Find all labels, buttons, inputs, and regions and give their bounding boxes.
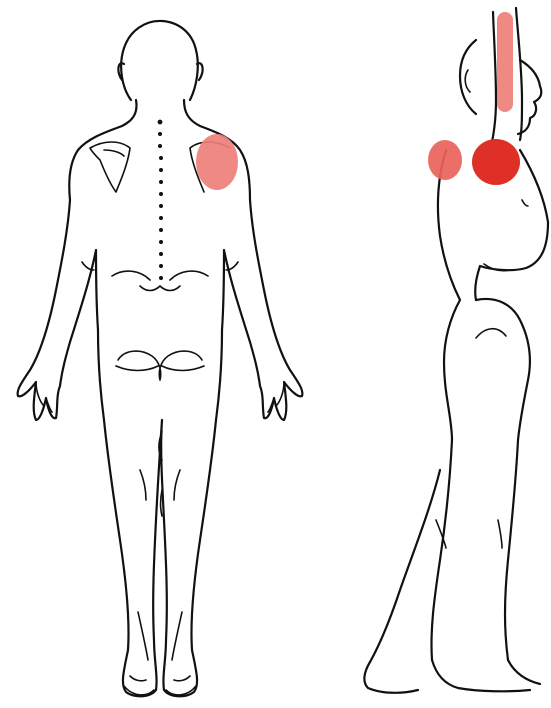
buttocks-outline xyxy=(116,351,204,380)
hip-crease xyxy=(476,329,506,338)
lower-body-outline xyxy=(98,330,222,696)
left-scapula xyxy=(90,142,130,192)
lateral-feet-outline xyxy=(364,660,540,693)
left-arm-outline xyxy=(18,200,98,420)
pain-zone-upper-arm xyxy=(497,12,513,112)
lumbar-contour xyxy=(112,271,208,290)
pain-zone-right-posterior-shoulder xyxy=(196,134,238,190)
right-arm-outline xyxy=(222,200,302,420)
chest-detail xyxy=(484,200,528,271)
lateral-view-figure xyxy=(364,8,548,693)
hip-outline xyxy=(476,299,530,440)
lateral-legs-outline xyxy=(370,440,518,662)
head-outline xyxy=(118,21,202,100)
feet-outline xyxy=(124,676,196,695)
spine-dots xyxy=(158,120,163,280)
pain-zone-anterior-shoulder xyxy=(472,139,520,185)
ear-detail xyxy=(465,70,470,92)
lateral-torso-outline xyxy=(438,150,548,440)
pain-zone-posterior-shoulder xyxy=(428,140,462,180)
posterior-view-figure xyxy=(18,21,303,696)
